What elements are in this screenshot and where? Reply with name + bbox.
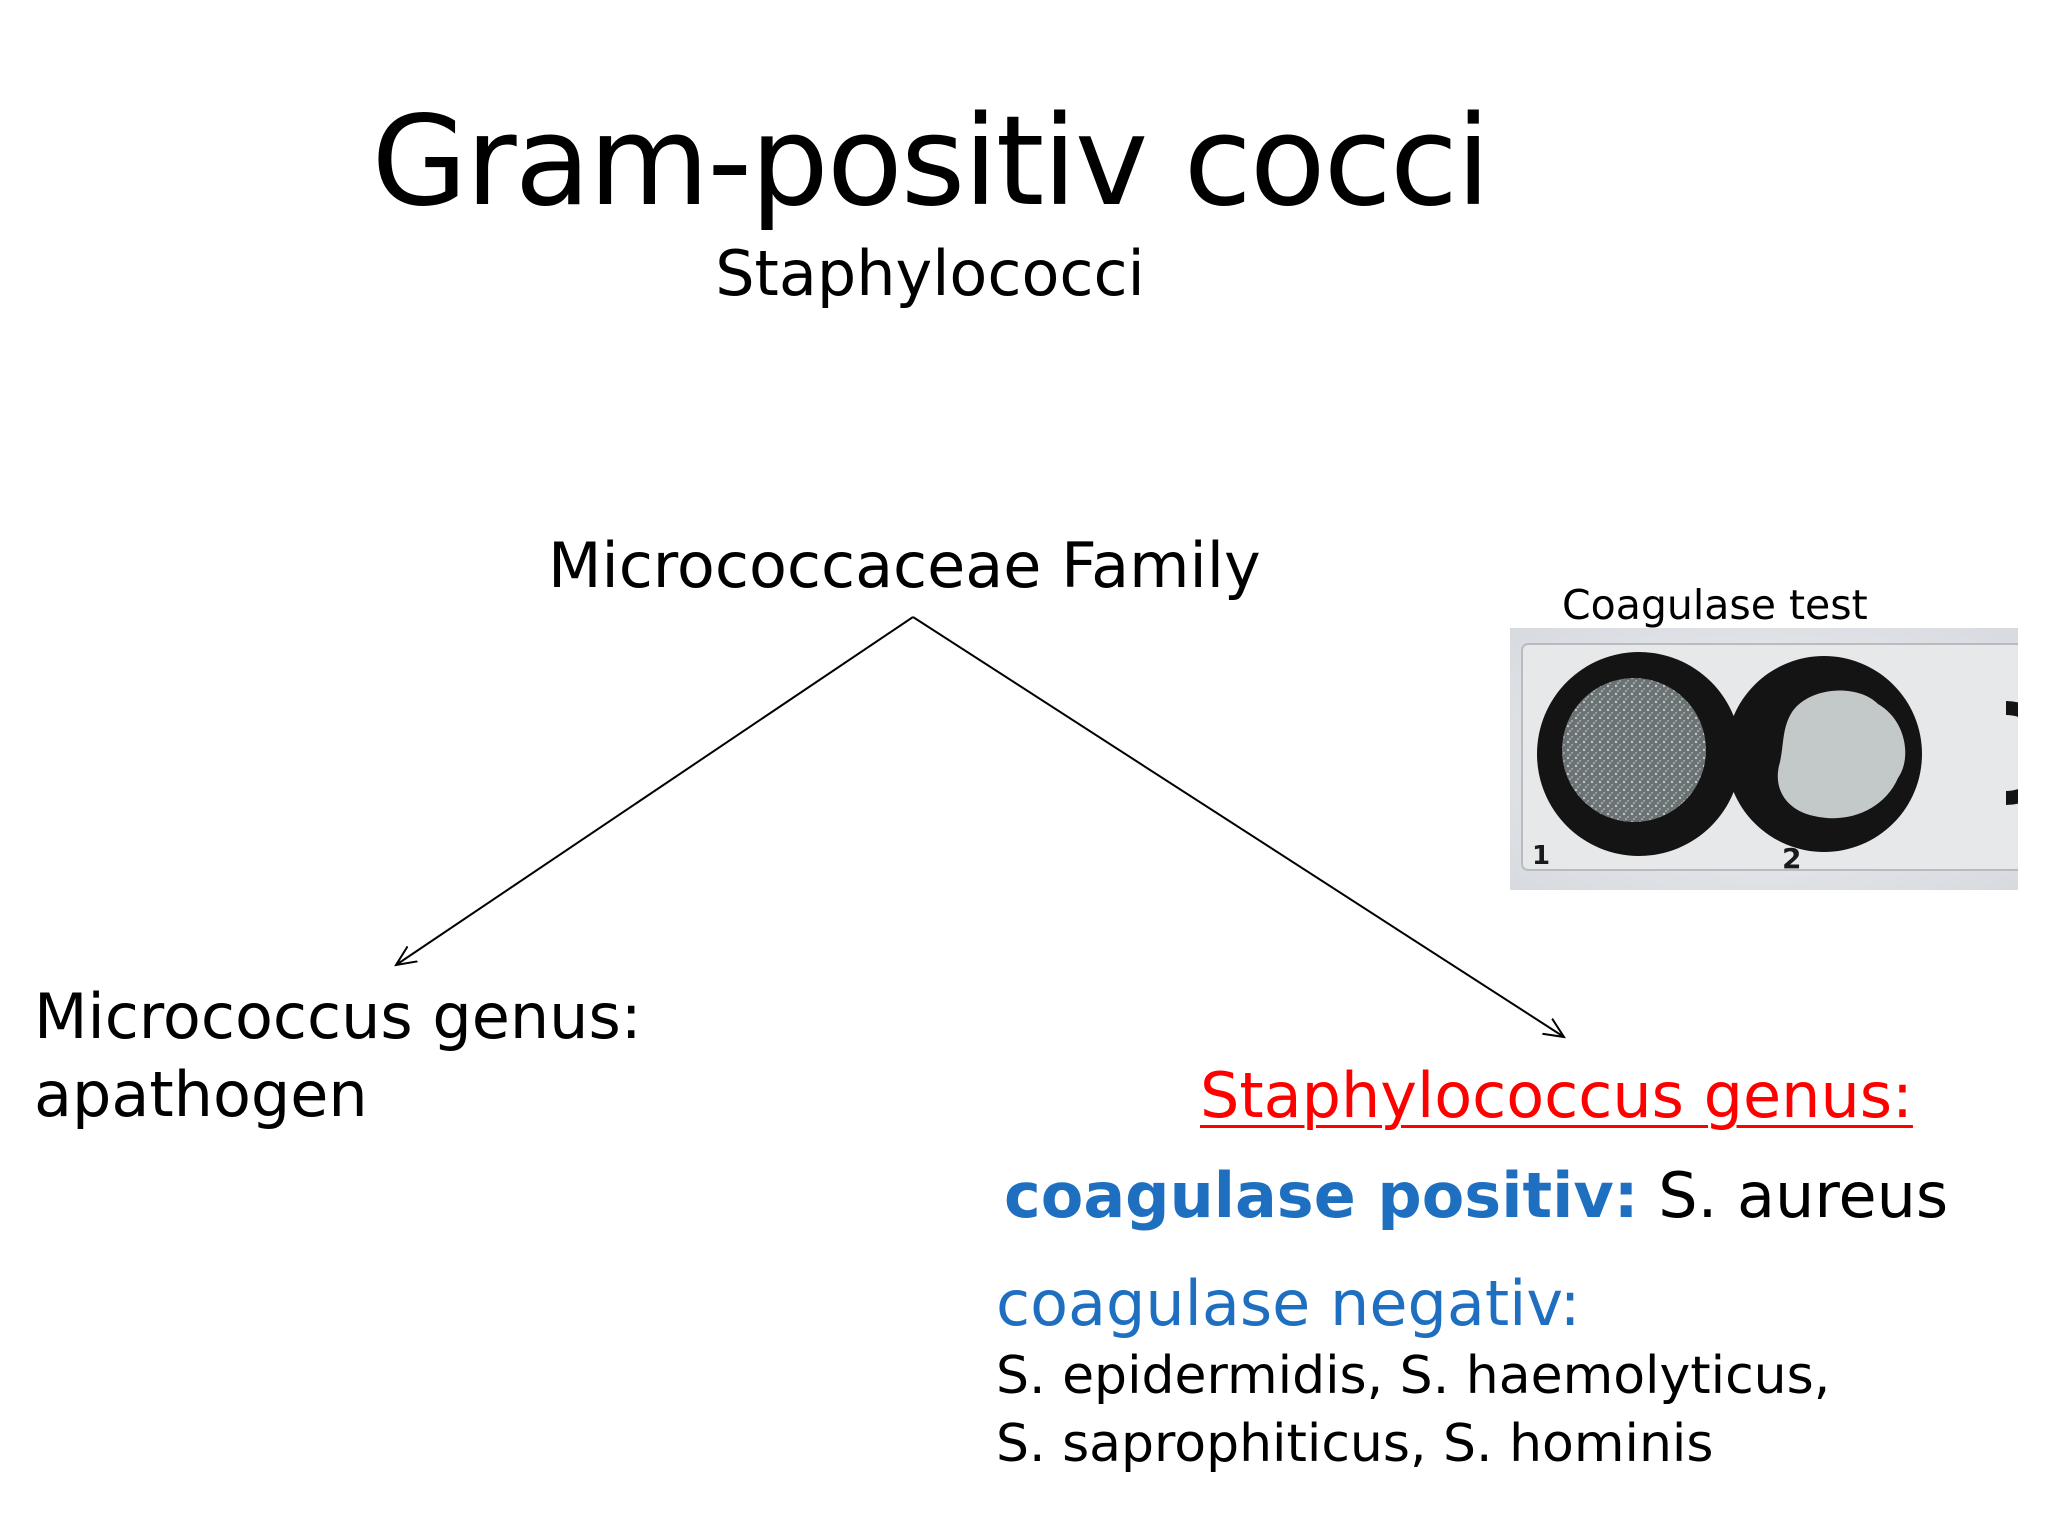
coagulase-positive-label: coagulase positiv: <box>1004 1159 1639 1232</box>
coagulase-negative-species: S. epidermidis, S. haemolyticus, S. sapr… <box>996 1342 1830 1478</box>
species-line1: S. epidermidis, S. haemolyticus, <box>996 1346 1831 1406</box>
staphylococcus-heading: Staphylococcus genus: <box>1200 1059 1913 1132</box>
species-line2: S. saprophiticus, S. hominis <box>996 1414 1714 1474</box>
coagulase-positive-line: coagulase positiv: S. aureus <box>1004 1158 1948 1234</box>
slide-subtitle: Staphylococci <box>715 237 1145 310</box>
slide-title: Gram-positiv cocci <box>371 90 1491 234</box>
family-node: Micrococcaceae Family <box>548 529 1261 602</box>
well-2 <box>1726 656 1922 852</box>
well-2-label: 2 <box>1782 842 1801 875</box>
arrow-to-micrococcus <box>396 616 914 965</box>
arrow-to-staphylococcus <box>912 616 1564 1037</box>
well-1 <box>1537 652 1741 856</box>
coagulase-test-photo: 1 2 <box>1510 628 2018 890</box>
well-1-label: 1 <box>1532 841 1550 871</box>
micrococcus-node: Micrococcus genus: apathogen <box>34 978 642 1134</box>
coagulase-test-caption: Coagulase test <box>1562 581 1868 629</box>
micrococcus-line1: Micrococcus genus: <box>34 980 642 1053</box>
coagulase-positive-value: S. aureus <box>1638 1159 1949 1232</box>
coagulase-negative-label: coagulase negativ: <box>996 1267 1581 1340</box>
micrococcus-line2: apathogen <box>34 1058 368 1131</box>
